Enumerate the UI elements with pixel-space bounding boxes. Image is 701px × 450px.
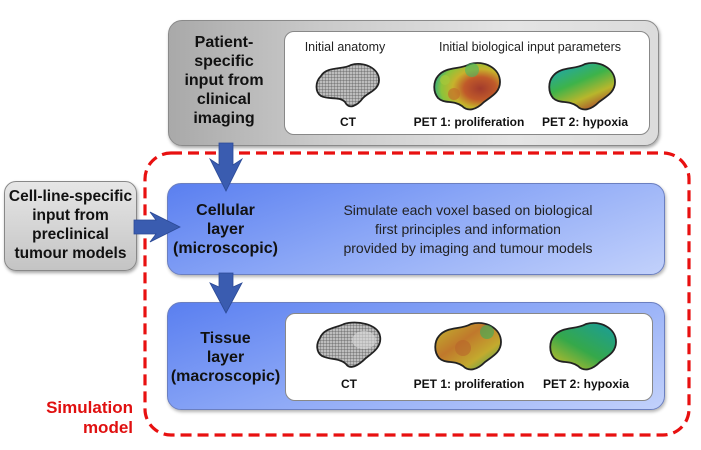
arrow-right-cellline-to-cellular bbox=[133, 211, 181, 243]
caption-pet-hypoxia: PET 2: hypoxia bbox=[542, 377, 630, 391]
tissue-layer-box: Tissue layer (macroscopic) CT PET 1: pro… bbox=[167, 302, 665, 410]
label-line: Tissue bbox=[200, 330, 251, 347]
label-line: tumour models bbox=[14, 245, 127, 262]
label-line: imaging bbox=[193, 110, 255, 127]
caption-pet-proliferation: PET 1: proliferation bbox=[413, 115, 525, 129]
caption-pet-proliferation: PET 1: proliferation bbox=[413, 377, 525, 391]
description-line: first principles and information bbox=[375, 221, 561, 237]
cellular-layer-description: Simulate each voxel based on biological … bbox=[298, 201, 638, 258]
heading-initial-bio-params: Initial biological input parameters bbox=[438, 40, 622, 54]
cellular-layer-label: Cellular layer (microscopic) bbox=[168, 201, 283, 258]
caption-ct: CT bbox=[340, 115, 356, 129]
label-line: input from bbox=[184, 72, 264, 89]
label-line: specific bbox=[194, 53, 254, 70]
label-line: layer bbox=[206, 349, 245, 366]
patient-imaging-panel: Initial anatomy Initial biological input… bbox=[284, 31, 650, 135]
tissue-imaging-panel: CT PET 1: proliferation PET 2: hypoxia bbox=[285, 313, 653, 401]
pet-proliferation-map-icon bbox=[433, 62, 501, 111]
caption-ct: CT bbox=[341, 377, 357, 391]
caption-pet-hypoxia: PET 2: hypoxia bbox=[541, 115, 629, 129]
label-line: Cell-line-specific bbox=[8, 188, 133, 205]
ct-scan-shape-icon bbox=[315, 63, 380, 108]
arrow-down-cellular-to-tissue bbox=[209, 272, 243, 314]
label-line: preclinical bbox=[32, 226, 109, 243]
ct-scan-shape-icon bbox=[316, 321, 382, 368]
patient-input-label: Patient- specific input from clinical im… bbox=[169, 33, 279, 128]
label-line: input from bbox=[32, 207, 109, 224]
label-line: clinical bbox=[196, 91, 252, 108]
cellular-layer-box: Cellular layer (microscopic) Simulate ea… bbox=[167, 183, 665, 275]
simulation-model-label: Simulation model bbox=[20, 398, 133, 438]
simulation-model-boundary bbox=[143, 151, 691, 437]
tissue-layer-label: Tissue layer (macroscopic) bbox=[168, 329, 283, 386]
label-line: Patient- bbox=[194, 34, 254, 51]
label-line: layer bbox=[206, 221, 245, 238]
heading-initial-anatomy: Initial anatomy bbox=[304, 40, 386, 54]
pet-proliferation-map-icon bbox=[434, 322, 502, 371]
pet-hypoxia-map-icon bbox=[548, 62, 616, 111]
description-line: provided by imaging and tumour models bbox=[343, 240, 593, 256]
label-line: (microscopic) bbox=[173, 240, 278, 257]
description-line: Simulate each voxel based on biological bbox=[343, 202, 593, 218]
label-line: Simulation bbox=[46, 398, 133, 417]
label-line: model bbox=[82, 418, 133, 437]
label-line: (macroscopic) bbox=[170, 368, 281, 385]
patient-input-box: Patient- specific input from clinical im… bbox=[168, 20, 659, 146]
pet-hypoxia-map-icon bbox=[549, 322, 617, 371]
label-line: Cellular bbox=[196, 202, 255, 219]
arrow-down-patient-to-cellular bbox=[208, 142, 244, 192]
cell-line-input-label: Cell-line-specific input from preclinica… bbox=[5, 187, 136, 263]
cell-line-input-box: Cell-line-specific input from preclinica… bbox=[4, 181, 137, 271]
